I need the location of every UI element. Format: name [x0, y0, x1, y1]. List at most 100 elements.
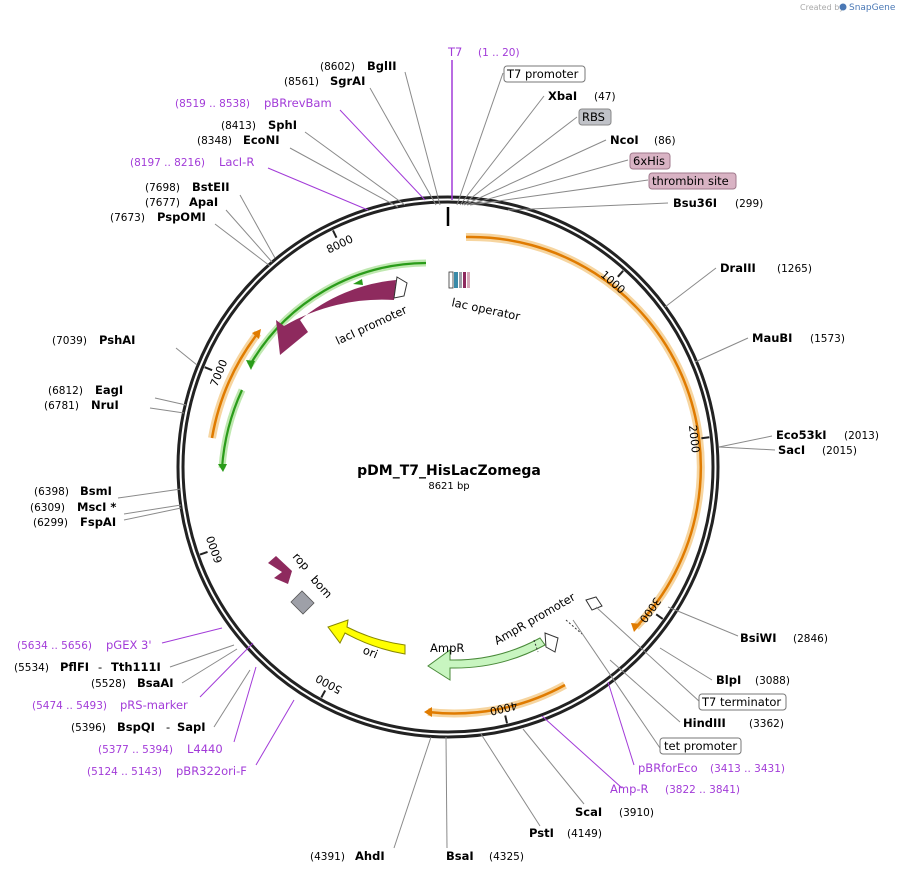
svg-text:(8413): (8413) [221, 120, 256, 132]
site-label-bsai: BsaI (4325) [446, 849, 524, 863]
site-label-hindiii: HindIII (3362) [683, 716, 784, 730]
svg-text:BstEII: BstEII [192, 180, 230, 194]
feature-box-6xhis: 6xHis [629, 152, 671, 170]
svg-text:SphI: SphI [268, 118, 297, 132]
svg-text:(7677): (7677) [145, 197, 180, 209]
leader-line [466, 159, 629, 206]
svg-text:PspOMI: PspOMI [157, 210, 206, 224]
tick-mark [204, 366, 213, 372]
leader-line [161, 627, 223, 644]
svg-text:(6781): (6781) [44, 400, 79, 412]
leader-line [404, 71, 441, 206]
svg-text:(8197 .. 8216): (8197 .. 8216) [130, 157, 205, 169]
leader-line [718, 446, 776, 451]
svg-text:(47): (47) [594, 91, 616, 103]
svg-text:EcoNI: EcoNI [243, 133, 279, 147]
svg-text:SapI: SapI [177, 720, 206, 734]
leader-line [154, 397, 187, 406]
leader-line [289, 147, 399, 208]
site-label-sgrai: (8561) SgrAI [284, 74, 365, 88]
svg-text:(3910): (3910) [619, 807, 654, 819]
svg-text:(2846): (2846) [793, 633, 828, 645]
site-label-eco53ki: Eco53kI (2013) [776, 428, 879, 442]
rop-feature: rop [268, 550, 313, 584]
ori-feature: ori [327, 619, 406, 661]
svg-text:BspQI: BspQI [117, 720, 155, 734]
svg-text:SacI: SacI [778, 443, 805, 457]
primer-label-pbrforeco: pBRforEco (3413 .. 3431) [638, 761, 785, 775]
leader-line [607, 681, 635, 766]
leader-line [659, 647, 713, 681]
svg-text:-: - [98, 660, 102, 674]
feature-box-rbs: RBS [578, 108, 612, 126]
tick-label: 6000 [204, 534, 226, 565]
snapgene-brand: SnapGene [849, 3, 896, 13]
orf-arc-green-left [218, 388, 246, 472]
svg-text:BsaAI: BsaAI [137, 676, 174, 690]
orf-arc-orange-right [465, 232, 705, 632]
site-label-bsaai: (5528) BsaAI [91, 676, 174, 690]
svg-text:(4391): (4391) [310, 851, 345, 863]
primer-label-pbrrevbam: (8519 .. 8538) pBRrevBam [175, 96, 332, 110]
snapgene-logo-icon [839, 3, 847, 11]
leader-line [255, 699, 295, 766]
lac-operator-features: lac operator [448, 271, 522, 323]
svg-text:LacI-R: LacI-R [219, 155, 254, 169]
svg-text:(1573): (1573) [810, 333, 845, 345]
svg-text:(5124 .. 5143): (5124 .. 5143) [87, 766, 162, 778]
ampr-feature: AmpR AmpR promoter [427, 590, 578, 681]
svg-text:6xHis: 6xHis [633, 154, 665, 168]
svg-text:(5396): (5396) [71, 722, 106, 734]
tick-label: 4000 [488, 699, 518, 718]
site-label-pspomi: (7673) PspOMI [110, 210, 206, 224]
svg-text:(1 .. 20): (1 .. 20) [478, 47, 520, 59]
svg-text:RBS: RBS [582, 110, 605, 124]
leader-line [239, 194, 276, 259]
leader-lines [117, 60, 776, 849]
tick-mark [701, 436, 710, 440]
plasmid-name: pDM_T7_HisLacZomega [357, 463, 541, 479]
leader-line [459, 95, 545, 206]
svg-text:pBR322ori-F: pBR322ori-F [176, 764, 247, 778]
leader-line [123, 504, 182, 515]
plasmid-length: 8621 bp [428, 481, 469, 492]
svg-text:(3088): (3088) [755, 675, 790, 687]
svg-text:(6398): (6398) [34, 486, 69, 498]
tick-mark [617, 270, 624, 278]
site-label-fspai: (6299) FspAI [33, 515, 116, 529]
svg-text:AhdI: AhdI [355, 849, 385, 863]
svg-text:PshAI: PshAI [99, 333, 135, 347]
tick-mark [199, 550, 208, 556]
site-label-ncoi: NcoI (86) [610, 133, 676, 147]
svg-text:BsaI: BsaI [446, 849, 474, 863]
leader-line [369, 87, 437, 206]
svg-text:T7 promoter: T7 promoter [506, 67, 579, 81]
leader-line [572, 619, 661, 749]
svg-text:(3362): (3362) [749, 718, 784, 730]
leader-line [117, 488, 182, 499]
leader-line [469, 179, 649, 206]
svg-text:EagI: EagI [95, 383, 123, 397]
primer-label-prs-marker: (5474 .. 5493) pRS-marker [32, 698, 188, 712]
svg-text:-: - [166, 720, 170, 734]
svg-text:MscI *: MscI * [77, 500, 116, 514]
tick-label: 8000 [324, 232, 355, 256]
feature-box-t7-terminator: T7 terminator [698, 693, 787, 711]
tick-mark [332, 230, 338, 239]
svg-text:T7 terminator: T7 terminator [701, 695, 781, 709]
svg-text:thrombin site: thrombin site [652, 174, 729, 188]
site-label-draiii: DraIII (1265) [720, 261, 812, 275]
feature-box-t7-promoter: T7 promoter [503, 65, 586, 83]
svg-text:SgrAI: SgrAI [330, 74, 365, 88]
svg-text:pRS-marker: pRS-marker [120, 698, 188, 712]
svg-text:(5634 .. 5656): (5634 .. 5656) [17, 640, 92, 652]
svg-text:pBRrevBam: pBRrevBam [264, 96, 332, 110]
leader-line [463, 139, 607, 206]
leader-line [199, 642, 254, 698]
svg-text:PstI: PstI [529, 826, 554, 840]
svg-text:(6309): (6309) [30, 502, 65, 514]
leader-line [507, 202, 669, 211]
leader-line [149, 407, 185, 414]
svg-text:(1265): (1265) [777, 263, 812, 275]
